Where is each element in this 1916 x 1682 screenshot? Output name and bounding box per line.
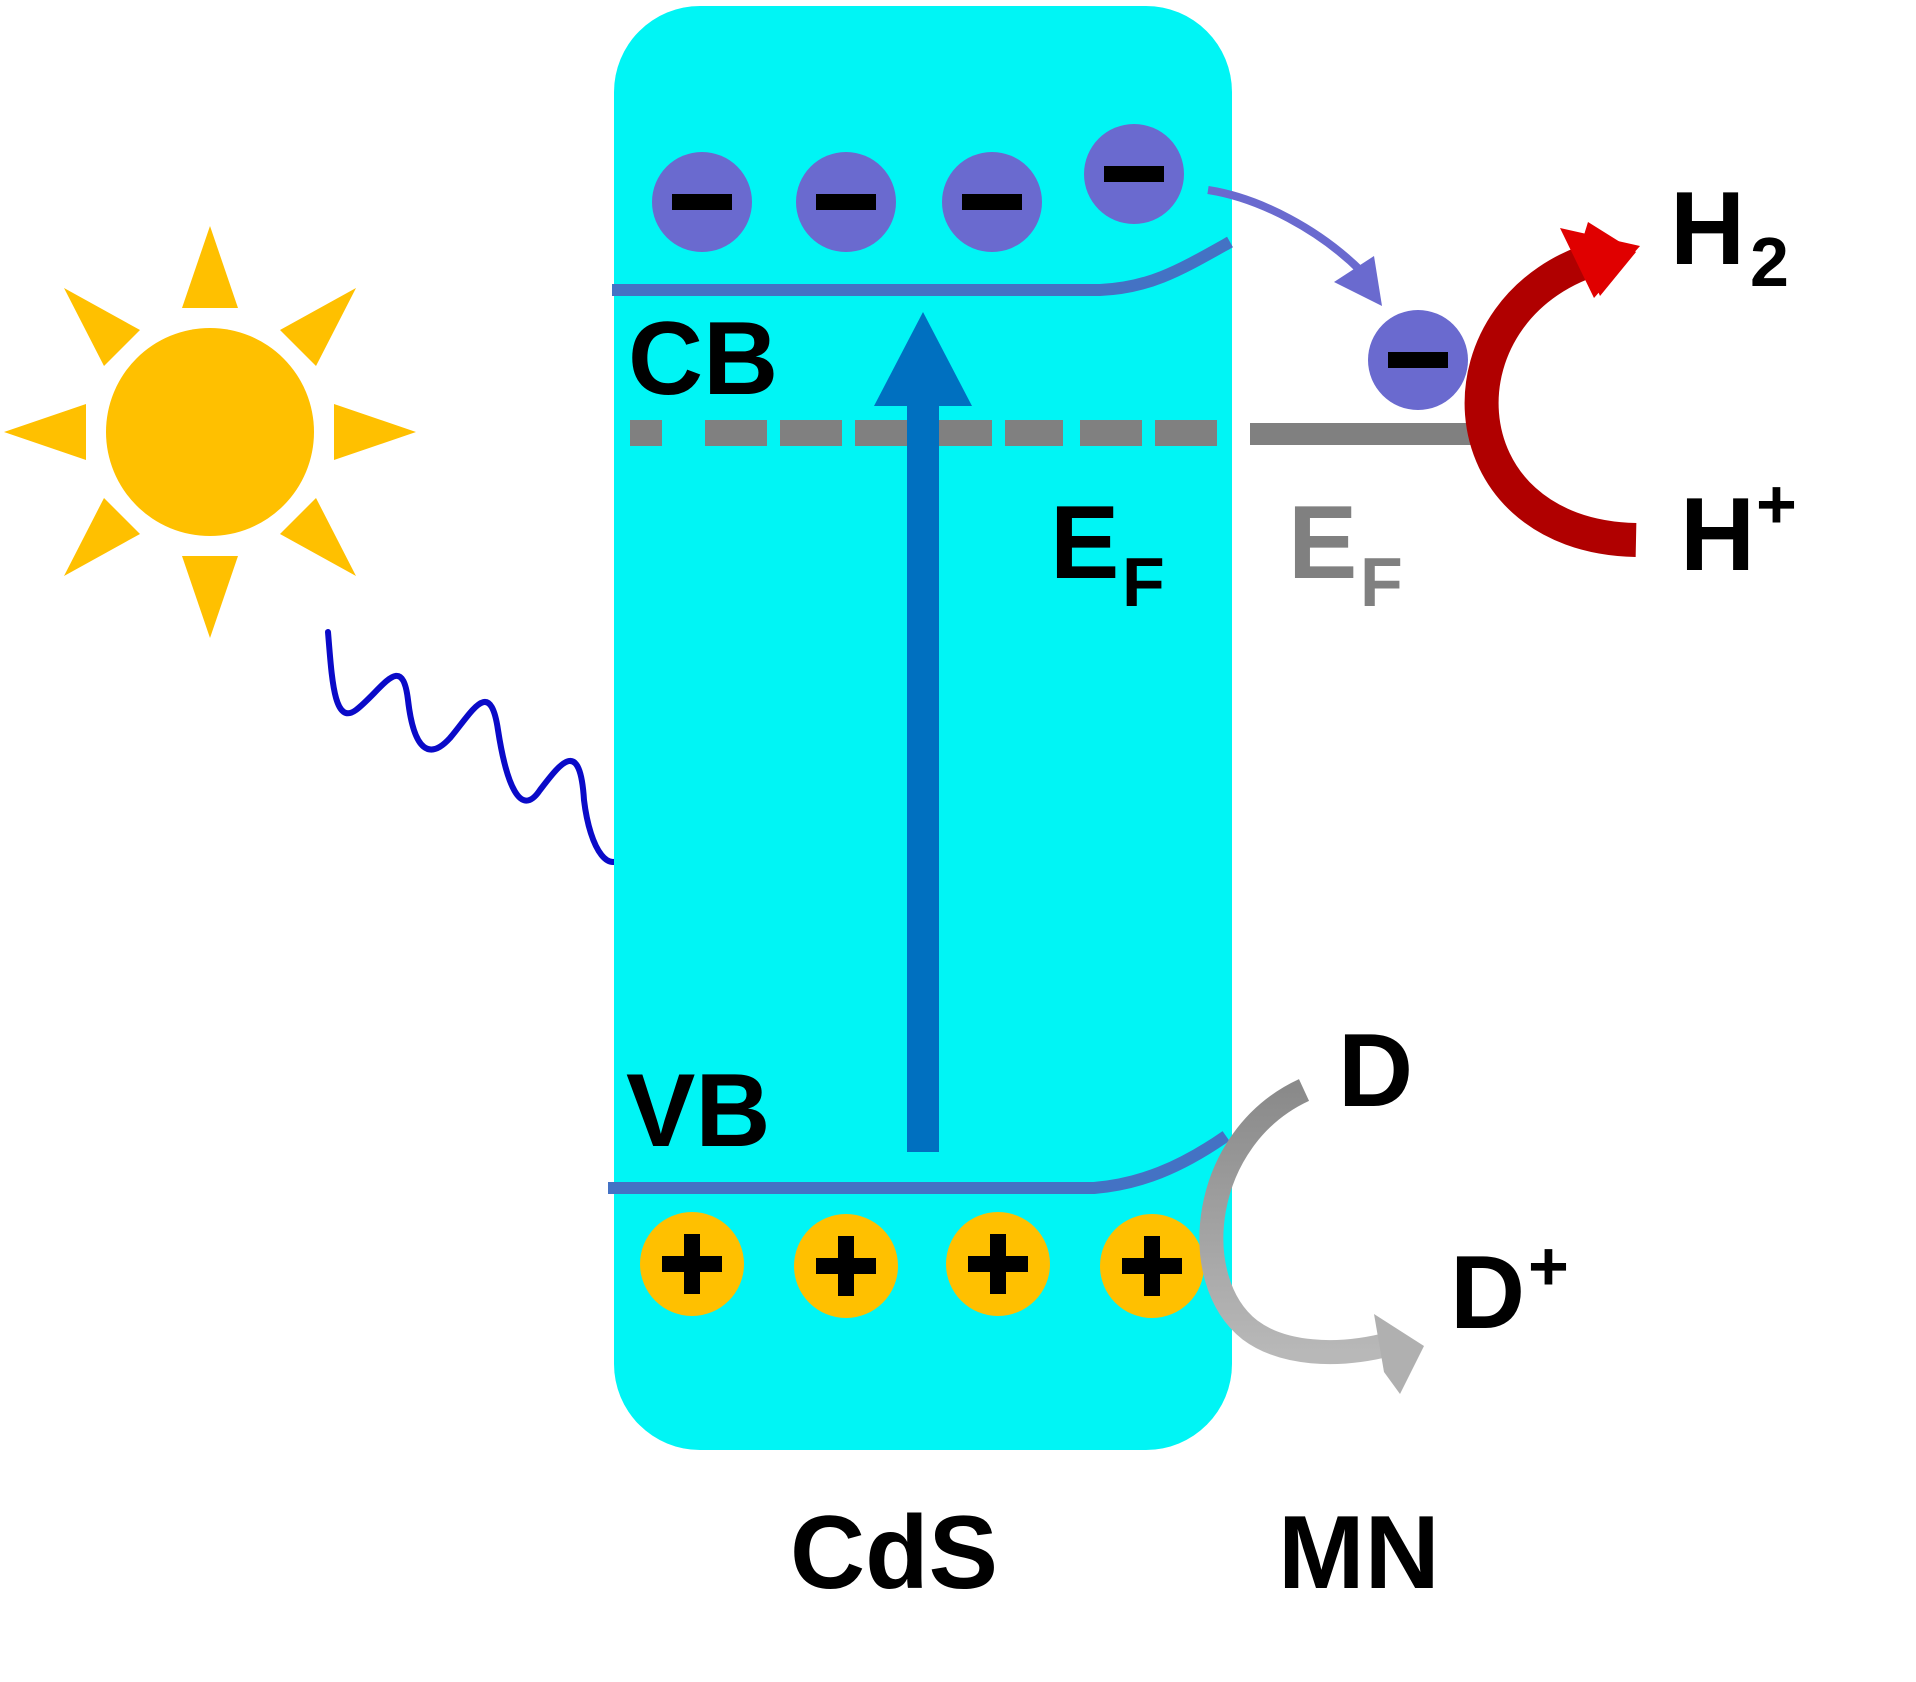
- hole-icon: [1100, 1214, 1204, 1318]
- hole-icon: [794, 1214, 898, 1318]
- d-label: D: [1338, 1013, 1413, 1129]
- d-oxidation-arrow: [1199, 1079, 1424, 1394]
- fermi-label-mn-sub: F: [1360, 543, 1403, 621]
- electron-transfer-arrow: [1207, 186, 1382, 306]
- mn-label: MN: [1278, 1495, 1440, 1611]
- dplus-label-sup: +: [1528, 1227, 1569, 1305]
- dplus-label: D +: [1450, 1227, 1569, 1351]
- vb-label: VB: [626, 1053, 770, 1169]
- dplus-label-letter: D: [1450, 1235, 1525, 1351]
- fermi-label-cds-letter: E: [1050, 485, 1119, 601]
- h-reduction-arrow: [1464, 222, 1640, 557]
- h2-label-letter: H: [1670, 171, 1745, 287]
- fermi-level-mn: [1250, 423, 1496, 445]
- fermi-label-mn-letter: E: [1288, 485, 1357, 601]
- fermi-label-cds: E F: [1050, 485, 1165, 621]
- fermi-level-cds: [630, 420, 1217, 446]
- electron-icon: [652, 152, 752, 252]
- sun-icon: [4, 226, 416, 638]
- electron-icon: [1368, 310, 1468, 410]
- electron-icon: [942, 152, 1042, 252]
- excitation-arrow: [874, 312, 972, 1152]
- h2-label-sub: 2: [1750, 223, 1789, 301]
- fermi-label-mn: E F: [1288, 485, 1403, 621]
- hole-icon: [946, 1212, 1050, 1316]
- hole-icon: [640, 1212, 744, 1316]
- fermi-label-cds-sub: F: [1122, 543, 1165, 621]
- electron-icon: [796, 152, 896, 252]
- hplus-label-sup: +: [1756, 465, 1797, 543]
- h2-label: H 2: [1670, 171, 1789, 301]
- conduction-band-line: [612, 236, 1233, 296]
- hplus-label-letter: H: [1680, 477, 1755, 593]
- hplus-label: H +: [1680, 465, 1797, 593]
- cb-label: CB: [628, 301, 778, 417]
- valence-band-line: [608, 1131, 1230, 1194]
- cds-label: CdS: [790, 1495, 998, 1611]
- electron-icon: [1084, 124, 1184, 224]
